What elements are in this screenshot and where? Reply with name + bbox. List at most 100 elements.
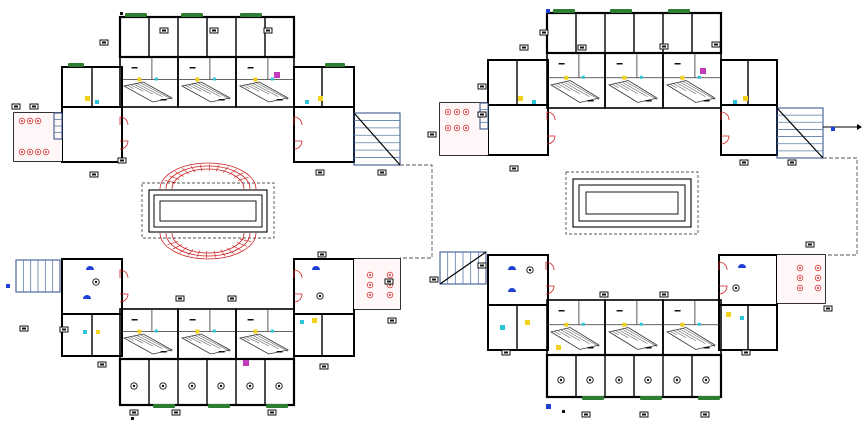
blue-marker — [831, 127, 835, 131]
room-tag-fill — [642, 413, 646, 416]
seating-radial — [232, 245, 242, 251]
interior-stair-tread — [615, 330, 629, 338]
magenta-accent — [274, 72, 280, 78]
unit-label-dash — [674, 310, 681, 312]
yellow-accent — [318, 96, 323, 101]
washbasin-drain — [318, 294, 322, 298]
interior-stair-tread — [554, 83, 561, 89]
yellow-accent — [525, 320, 530, 325]
toilet-fixture-dot — [21, 151, 23, 153]
seating-radial — [199, 164, 203, 172]
unit-label-dash — [247, 319, 254, 321]
hall-door — [546, 135, 556, 145]
dashed-boundary — [823, 157, 858, 256]
toilet-fixture-dot — [37, 151, 39, 153]
toilet-fixture — [796, 274, 804, 282]
interior-stair-tread — [673, 330, 687, 338]
toilet-fixture — [462, 108, 470, 116]
toilet-fixture — [453, 124, 461, 132]
planter — [266, 404, 288, 408]
interior-stair-tread — [127, 337, 134, 341]
unit-label-dash — [558, 310, 565, 312]
yellow-accent — [518, 96, 523, 101]
hall-door — [119, 293, 129, 303]
stair-diagonal — [353, 112, 401, 166]
room-tag-fill — [480, 264, 484, 267]
seating-radial — [168, 175, 180, 180]
unit-label-dash — [587, 347, 594, 349]
seating-radial — [164, 180, 177, 184]
interior-stair-tread — [612, 330, 619, 336]
blue-marker — [6, 284, 10, 288]
washbasin-drain — [132, 384, 136, 388]
interior-stair-tread — [197, 334, 231, 352]
washbasin — [217, 382, 225, 390]
interior-stair-tread — [560, 82, 580, 94]
interior-stair-tread — [557, 330, 571, 338]
seating-radial — [213, 250, 217, 258]
yellow-accent — [556, 345, 561, 350]
room-tag-fill — [584, 413, 588, 416]
washbasin — [130, 382, 138, 390]
hall-door — [293, 116, 303, 126]
room-tag-fill — [266, 29, 270, 32]
top-right-wing-wall — [293, 66, 355, 108]
unit-cyan-accent — [270, 329, 274, 333]
unit-cyan-accent — [581, 75, 585, 79]
yellow-accent — [743, 96, 748, 101]
interior-stair-tread — [557, 83, 571, 91]
cyan-accent — [500, 325, 505, 330]
seating-radial — [187, 248, 194, 256]
seating-radial — [222, 166, 229, 174]
pool-inner — [578, 184, 686, 222]
interior-stair-tread — [243, 337, 250, 341]
toilet-fixture — [42, 148, 50, 156]
toilet-fixture — [444, 108, 452, 116]
interior-stair-tread — [612, 83, 619, 89]
fixture-dome — [312, 266, 320, 270]
toilet-fixture — [18, 148, 26, 156]
unit-cyan-accent — [154, 329, 158, 333]
room-tag-fill — [100, 363, 104, 366]
room-tag-fill — [174, 411, 178, 414]
left-hall-wall — [487, 104, 549, 156]
left-hall-wall — [61, 106, 123, 163]
fixture-dome — [508, 266, 516, 270]
interior-stair-tread — [624, 328, 658, 347]
seating-radial — [233, 172, 244, 178]
toilet-fixture — [444, 124, 452, 132]
room-tag-fill — [432, 278, 436, 281]
seating-radial — [226, 247, 234, 254]
unit-label-dash — [131, 67, 138, 69]
unit-label-dash — [160, 99, 167, 101]
washbasin — [275, 382, 283, 390]
interior-stair-tread — [130, 336, 144, 344]
room-tag-fill — [320, 253, 324, 256]
room-tag-fill — [480, 113, 484, 116]
unit-yellow-accent — [195, 77, 200, 82]
interior-stair-tread — [246, 336, 260, 344]
toilet-fixture-dot — [817, 267, 819, 269]
room-tag-fill — [430, 133, 434, 136]
room-tag-fill — [14, 105, 18, 108]
washbasin-drain — [248, 384, 252, 388]
circular-seating-bottom — [171, 232, 245, 254]
seating-radial — [236, 242, 248, 247]
room-tag-fill — [230, 297, 234, 300]
room-tag-fill — [662, 45, 666, 48]
unit-yellow-accent — [680, 322, 685, 327]
hall-door — [119, 116, 129, 126]
room-tag-fill — [380, 171, 384, 174]
top-right-wing-wall — [720, 59, 778, 106]
washbasin-drain — [94, 280, 98, 284]
toilet-fixture-dot — [389, 274, 391, 276]
washbasin-drain — [588, 378, 592, 382]
pool-basin — [585, 191, 679, 215]
yellow-accent — [726, 312, 731, 317]
room-tag-fill — [808, 243, 812, 246]
courtyard-dashed — [141, 182, 275, 239]
toilet-fixture-dot — [799, 277, 801, 279]
toilet-fixture-dot — [465, 127, 467, 129]
toilet-fixture-dot — [799, 287, 801, 289]
room-tag-fill — [714, 43, 718, 46]
